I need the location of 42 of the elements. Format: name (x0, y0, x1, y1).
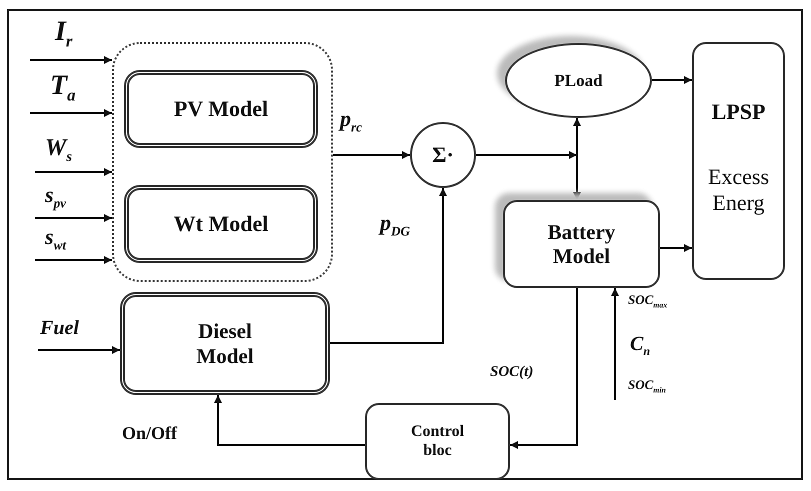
edge-label: SOC$_{max}$ (628, 293, 668, 310)
edge-label: s$_{wt}$ (45, 226, 66, 252)
edge-label: On/Off (122, 424, 178, 442)
edge-label: I$_{r}$ (55, 18, 72, 50)
box-title: Battery Model (546, 220, 616, 268)
arrow (660, 244, 692, 252)
edge-label: s$_{pv}$ (45, 184, 66, 210)
box-title: PV Model (172, 96, 270, 122)
box-title: Σ· (431, 142, 455, 168)
box-title: Diesel Model (195, 319, 255, 368)
edge-label: SOC(t) (490, 365, 534, 380)
arrow (333, 151, 410, 159)
process-box (692, 42, 785, 280)
box-title: Control bloc (410, 423, 466, 460)
box-title: Wt Model (172, 211, 270, 237)
arrow (38, 346, 120, 354)
arrow (330, 188, 447, 344)
arrow (30, 56, 112, 64)
process-box (503, 200, 660, 288)
process-box (365, 403, 510, 480)
edge-label: p$_{rc}$ (340, 108, 362, 134)
parameter-label: SOC$_{min}$ (628, 378, 666, 394)
arrow (30, 109, 112, 117)
edge-label: T$_{a}$ (50, 72, 76, 104)
box-title: PLoad (553, 70, 604, 90)
edge-label: W$_{s}$ (45, 136, 72, 164)
edge-label: p$_{DG}$ (380, 212, 410, 238)
box-subtitle: Excess Energ (706, 164, 770, 215)
box-title: LPSP (710, 99, 766, 124)
arrow (611, 288, 619, 400)
model-box (124, 70, 318, 148)
arrow (35, 256, 112, 264)
model-box (120, 292, 330, 395)
dotted-group-box (112, 42, 333, 282)
edge-label: Fuel (40, 318, 79, 338)
arrow (510, 288, 578, 449)
arrow (214, 395, 365, 446)
model-box (124, 185, 318, 263)
parameter-label: C$_{n}$ (630, 334, 650, 357)
arrow (35, 168, 112, 176)
arrow (35, 214, 112, 222)
arrow (652, 76, 692, 84)
